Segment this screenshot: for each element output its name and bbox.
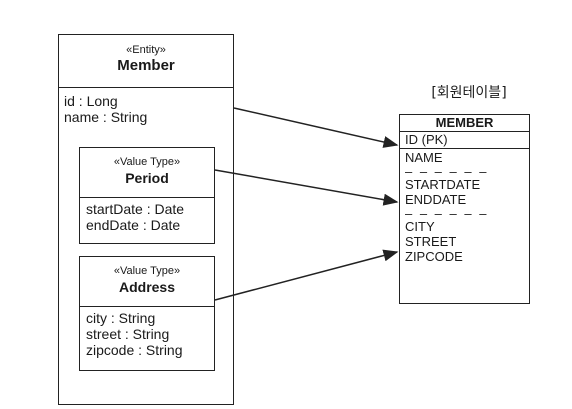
address-attribute: street : String <box>86 326 170 342</box>
table-column: STREET <box>405 234 457 249</box>
address-name: Address <box>118 279 176 295</box>
table-name: MEMBER <box>400 115 529 132</box>
address-attribute: zipcode : String <box>86 342 183 358</box>
period-attribute: endDate : Date <box>86 217 181 233</box>
value-type-address-box: «Value Type» Address city : String stree… <box>79 256 215 371</box>
address-header: «Value Type» Address <box>80 257 214 307</box>
period-name: Period <box>125 170 169 186</box>
address-attributes: city : String street : String zipcode : … <box>80 307 214 361</box>
period-header: «Value Type» Period <box>80 148 214 198</box>
table-pk-column: ID (PK) <box>400 132 529 149</box>
entity-attribute: name : String <box>64 109 148 125</box>
address-attribute: city : String <box>86 310 156 326</box>
table-column: CITY <box>405 219 435 234</box>
entity-stereotype: «Entity» <box>126 44 166 56</box>
table-caption: [회원테이블] <box>431 85 507 101</box>
arrow-period-to-table <box>214 169 399 206</box>
table-column: ZIPCODE <box>405 249 463 264</box>
table-column: ENDDATE <box>405 192 467 207</box>
column-separator: – – – – – – <box>405 165 489 177</box>
address-stereotype: «Value Type» <box>113 265 181 277</box>
member-table-box: MEMBER ID (PK) NAME – – – – – – STARTDAT… <box>399 114 530 304</box>
entity-name: Member <box>117 57 175 74</box>
period-attributes: startDate : Date endDate : Date <box>80 198 214 236</box>
arrow-address-to-table <box>214 249 399 301</box>
table-column: STARTDATE <box>405 177 481 192</box>
period-stereotype: «Value Type» <box>113 156 181 168</box>
arrow-entity-to-table <box>233 107 399 148</box>
entity-attributes: id : Long name : String <box>59 88 233 130</box>
period-attribute: startDate : Date <box>86 201 185 217</box>
entity-attribute: id : Long <box>64 93 118 109</box>
column-separator: – – – – – – <box>405 207 489 219</box>
value-type-period-box: «Value Type» Period startDate : Date end… <box>79 147 215 244</box>
entity-header: «Entity» Member <box>59 35 233 88</box>
table-column: NAME <box>405 150 443 165</box>
table-columns: NAME – – – – – – STARTDATE ENDDATE – – –… <box>400 149 529 265</box>
